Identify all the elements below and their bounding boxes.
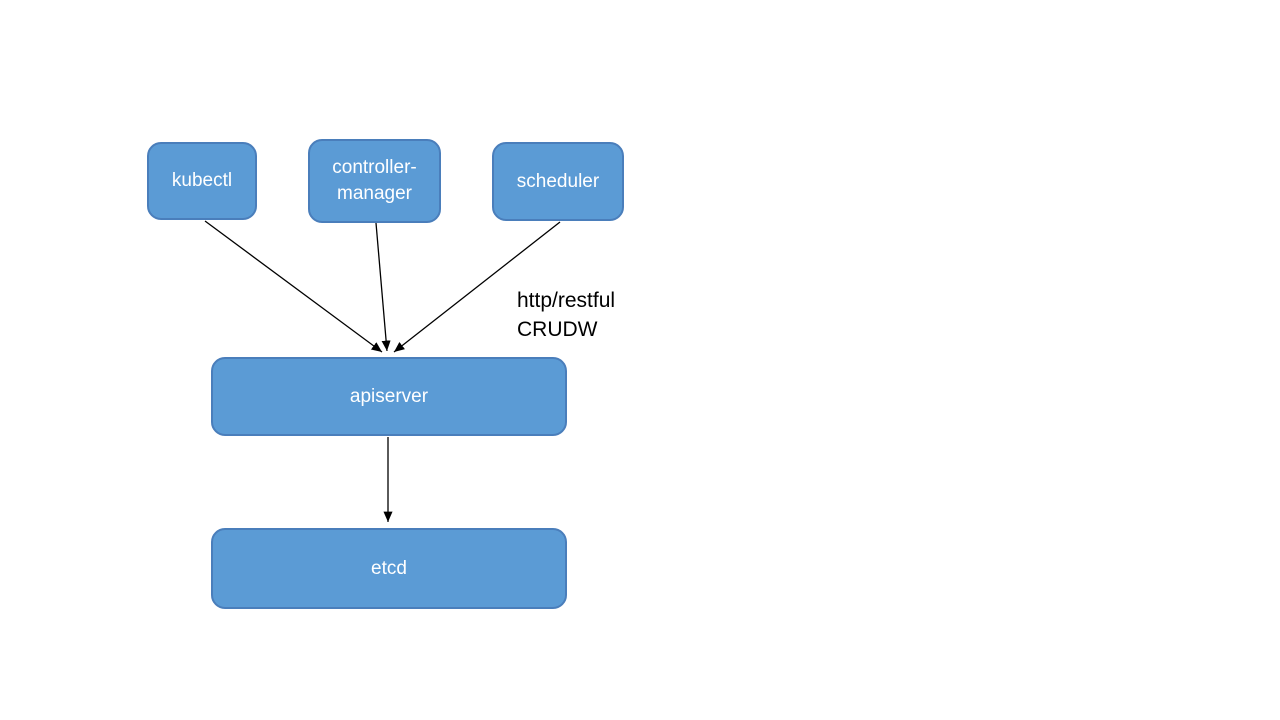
edge-kubectl-apiserver — [204, 220, 383, 353]
node-etcd-label: etcd — [371, 557, 407, 579]
edge-annotation-line2: CRUDW — [517, 318, 598, 341]
node-apiserver-label: apiserver — [349, 385, 429, 407]
node-controller-manager: controller-manager — [308, 139, 441, 223]
node-kubectl-label: kubectl — [171, 170, 233, 191]
edge-controller-manager-apiserver — [375, 222, 391, 352]
node-kubectl: kubectl — [147, 142, 257, 220]
edge-annotation: http/restful CRUDW — [517, 286, 615, 344]
node-controller-manager-label: controller-manager — [332, 157, 417, 204]
node-etcd: etcd — [211, 528, 567, 609]
edge-annotation-line1: http/restful — [517, 289, 616, 312]
node-scheduler: scheduler — [492, 142, 624, 221]
node-apiserver: apiserver — [211, 357, 567, 436]
node-scheduler-label: scheduler — [516, 170, 600, 192]
